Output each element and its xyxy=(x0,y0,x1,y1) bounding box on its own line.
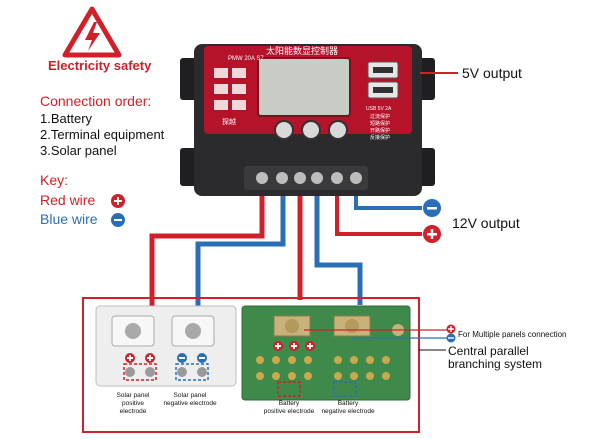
battery-negative-caption: Battery negative electrode xyxy=(321,400,375,415)
protection-1: 过流保护 xyxy=(370,113,390,120)
protection-3: 开路保护 xyxy=(370,127,390,134)
branching-system-label: Central parallel branching system xyxy=(448,345,542,371)
key-blue-label: Blue wire xyxy=(40,211,98,227)
controller-usb-spec: USB 5V 2A xyxy=(366,106,392,112)
controller-brand: 探越 xyxy=(222,117,236,126)
protection-2: 短路保护 xyxy=(370,120,390,127)
usb-port-icon xyxy=(367,61,399,99)
warning-label: Electricity safety xyxy=(48,58,152,73)
minus-circle-icon xyxy=(446,333,456,343)
plus-circle-icon xyxy=(423,225,441,243)
branching-system-line-2: branching system xyxy=(448,357,543,371)
solar-negative-caption: Solar panel negative electrode xyxy=(163,392,217,407)
usb-output-line xyxy=(420,72,458,74)
battery-positive-caption: Battery positive electrode xyxy=(263,400,315,415)
minus-circle-icon xyxy=(423,199,441,217)
connection-step-1: 1.Battery xyxy=(40,111,93,126)
solar-controller: PMW 20A S7 太阳能数显控制器 探越 USB 5V 2A 过流保护 短路… xyxy=(180,44,435,196)
branching-system-line-1: Central parallel xyxy=(448,344,529,358)
connection-heading: Connection order: xyxy=(40,93,152,109)
protection-4: 反接保护 xyxy=(370,134,390,141)
usb-output-label: 5V output xyxy=(462,65,522,81)
controller-model: PMW 20A S7 xyxy=(228,56,264,62)
key-red-label: Red wire xyxy=(40,192,96,208)
multiple-panels-label: For Multiple panels connection xyxy=(458,330,567,339)
dc-output-label: 12V output xyxy=(452,215,520,231)
connection-step-3: 3.Solar panel xyxy=(40,143,117,158)
plus-circle-icon xyxy=(111,194,125,208)
plus-circle-icon xyxy=(446,324,456,334)
lightning-warning-icon xyxy=(62,6,122,58)
controller-title: 太阳能数显控制器 xyxy=(266,45,338,56)
solar-positive-caption: Solar panel positive electrode xyxy=(116,392,150,415)
key-heading: Key: xyxy=(40,172,69,188)
connection-step-2: 2.Terminal equipment xyxy=(40,127,165,142)
minus-circle-icon xyxy=(111,213,125,227)
